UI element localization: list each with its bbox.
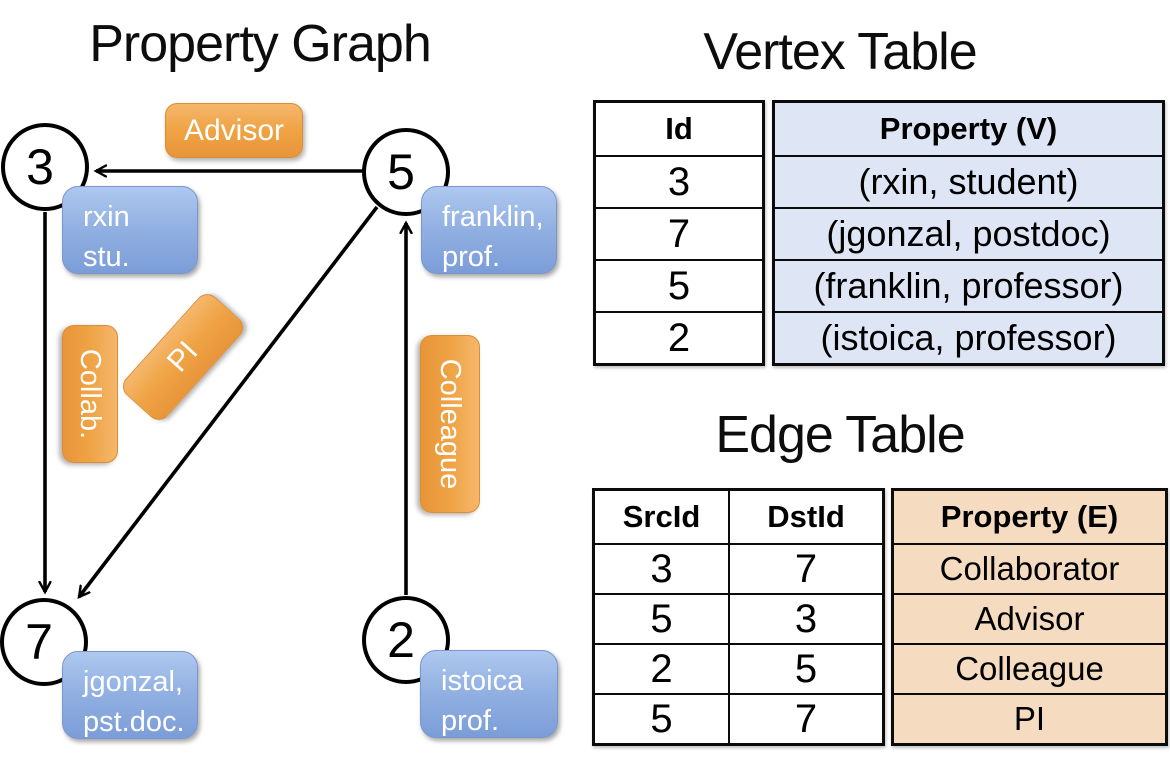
vertex-prop-line: rxin bbox=[83, 201, 130, 233]
edge-dst-cell: 3 bbox=[730, 593, 882, 643]
vertex-prop-line: jgonzal, bbox=[83, 666, 183, 698]
edge-table-property-column: Property (E) Collaborator Advisor Collea… bbox=[891, 488, 1168, 746]
edge-table-header-dstid: DstId bbox=[767, 499, 845, 534]
tables-panel: Vertex Table Id 3 7 5 2 Property (V) (rx… bbox=[585, 0, 1170, 760]
vertex-prop-box-rxin: rxin stu. bbox=[62, 186, 198, 274]
vertex-prop-line: prof. bbox=[441, 705, 500, 738]
vertex-table-title: Vertex Table bbox=[703, 23, 977, 81]
vertex-prop-line: stu. bbox=[83, 241, 130, 274]
vertex-prop-line: pst.doc. bbox=[83, 706, 185, 739]
vertex-prop-box-franklin: franklin, prof. bbox=[421, 186, 557, 274]
vertex-prop-line: franklin, bbox=[442, 201, 544, 233]
vertex-id-cell: 5 bbox=[596, 259, 762, 311]
edge-label-advisor: Advisor bbox=[165, 103, 303, 158]
vertex-id-cell: 3 bbox=[596, 155, 762, 207]
vertex-table-header-id: Id bbox=[665, 111, 693, 146]
edge-pi-5-to-7 bbox=[79, 205, 379, 597]
vertex-property-cell: (jgonzal, postdoc) bbox=[775, 207, 1162, 259]
edge-label-collab: Collab. bbox=[62, 325, 118, 463]
edge-dst-cell: 7 bbox=[730, 543, 882, 593]
vertex-table-header-property: Property (V) bbox=[775, 103, 1162, 155]
node-2: 2 bbox=[362, 596, 450, 684]
property-graph-panel: Property Graph 3 5 7 2 bbox=[0, 0, 585, 760]
edge-dst-cell: 5 bbox=[730, 643, 882, 693]
vertex-id-cell: 7 bbox=[596, 207, 762, 259]
edge-table-title: Edge Table bbox=[715, 406, 965, 464]
vertex-id-cell: 2 bbox=[596, 311, 762, 363]
vertex-property-cell: (istoica, professor) bbox=[775, 311, 1162, 363]
node-5: 5 bbox=[362, 128, 450, 216]
vertex-prop-box-istoica: istoica prof. bbox=[420, 650, 558, 738]
edge-table-id-columns: SrcId DstId 3 7 5 3 2 5 5 7 bbox=[592, 488, 885, 746]
edge-label-colleague: Colleague bbox=[420, 335, 480, 513]
edge-dst-cell: 7 bbox=[730, 693, 882, 743]
vertex-property-cell: (franklin, professor) bbox=[775, 259, 1162, 311]
edge-property-cell: PI bbox=[894, 693, 1165, 743]
edge-src-cell: 2 bbox=[595, 643, 730, 693]
node-2-label: 2 bbox=[387, 612, 415, 668]
vertex-prop-box-jgonzal: jgonzal, pst.doc. bbox=[62, 651, 198, 739]
node-5-label: 5 bbox=[387, 144, 415, 200]
edge-property-cell: Collaborator bbox=[894, 543, 1165, 593]
edge-src-cell: 3 bbox=[595, 543, 730, 593]
edge-table-header-srcid: SrcId bbox=[595, 491, 730, 543]
edge-property-cell: Advisor bbox=[894, 593, 1165, 643]
node-7-label: 7 bbox=[25, 614, 53, 670]
edge-src-cell: 5 bbox=[595, 693, 730, 743]
edge-table-header-property: Property (E) bbox=[894, 491, 1165, 543]
vertex-table-property-column: Property (V) (rxin, student) (jgonzal, p… bbox=[772, 100, 1165, 366]
vertex-table: Id 3 7 5 2 Property (V) (rxin, student) … bbox=[593, 100, 1165, 366]
vertex-prop-line: prof. bbox=[442, 241, 501, 274]
graph-edges-canvas bbox=[0, 0, 585, 760]
edge-table: SrcId DstId 3 7 5 3 2 5 5 7 bbox=[592, 488, 1168, 746]
property-graph-title: Property Graph bbox=[89, 15, 432, 73]
node-3-label: 3 bbox=[26, 139, 54, 195]
vertex-prop-line: istoica bbox=[441, 665, 524, 697]
edge-src-cell: 5 bbox=[595, 593, 730, 643]
vertex-table-id-column: Id 3 7 5 2 bbox=[593, 100, 765, 366]
edge-property-cell: Colleague bbox=[894, 643, 1165, 693]
vertex-property-cell: (rxin, student) bbox=[775, 155, 1162, 207]
